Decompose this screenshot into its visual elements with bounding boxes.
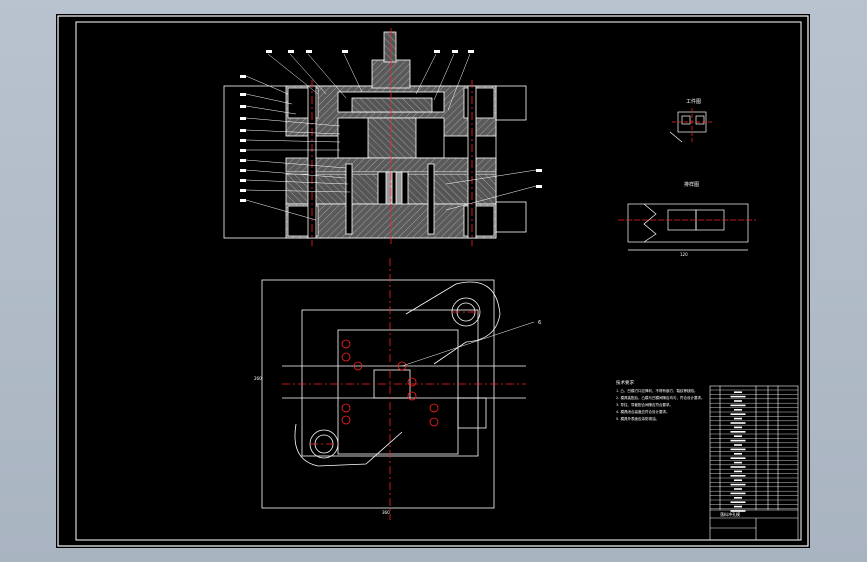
title-block-name: 落料冲孔模 <box>720 511 740 517</box>
front-centerlines <box>311 28 473 246</box>
front-section-view <box>223 31 527 239</box>
front-leaders <box>245 53 537 221</box>
tech-line-3: 3. 导柱、导套配合间隙应符合要求。 <box>616 402 673 407</box>
tech-line-4: 4. 模具闭合高度应符合设计要求。 <box>616 409 669 414</box>
drawing-sheet: 6 360 260 工件图 排样图 <box>56 14 810 548</box>
plan-centerlines <box>282 258 526 520</box>
tech-line-2: 2. 模具装配后，凸模与凹模间隙应均匀，符合设计要求。 <box>616 395 704 400</box>
strip-dimension: 120 <box>680 252 688 257</box>
scrap-strip <box>618 203 756 251</box>
side-dimension: 260 <box>254 376 262 381</box>
plan-screws <box>341 339 439 427</box>
tech-line-5: 5. 模具外表面应涂防锈油。 <box>616 416 659 421</box>
parts-list-rows <box>710 389 798 512</box>
tech-requirements: 技术要求 1. 凸、凹模刃口应锋利，不得有崩刃、裂纹等缺陷。 2. 模具装配后，… <box>616 379 704 421</box>
tech-heading: 技术要求 <box>616 379 634 386</box>
front-callout-marks <box>240 50 542 202</box>
part-view-label: 工件图 <box>686 98 701 105</box>
part-drawing <box>669 108 712 143</box>
drawing-canvas: 6 360 260 工件图 排样图 <box>57 15 809 547</box>
plan-leader <box>401 321 535 367</box>
part-callout: 6 <box>538 320 541 326</box>
tech-line-1: 1. 凸、凹模刃口应锋利，不得有崩刃、裂纹等缺陷。 <box>616 388 697 393</box>
parts-list <box>709 385 799 541</box>
scrap-view-label: 排样图 <box>684 181 699 188</box>
sheet-border <box>57 15 809 547</box>
plan-view <box>261 279 526 509</box>
bottom-dimension: 360 <box>382 510 390 515</box>
